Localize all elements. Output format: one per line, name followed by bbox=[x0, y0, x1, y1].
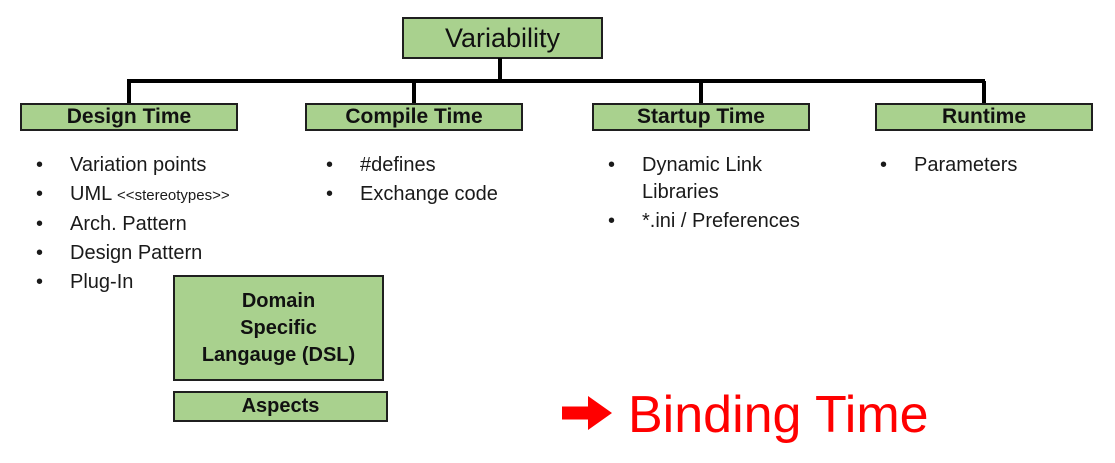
header-label: Startup Time bbox=[637, 105, 765, 128]
header-label: Runtime bbox=[942, 105, 1026, 128]
root-box-variability: Variability bbox=[402, 17, 603, 59]
bullet-list-startup-time: • Dynamic Link Libraries • *.ini / Prefe… bbox=[608, 152, 830, 237]
header-box-startup-time: Startup Time bbox=[592, 103, 810, 131]
connector-drop-startup bbox=[699, 81, 703, 104]
connector-horizontal bbox=[127, 79, 985, 83]
list-item-text: Arch. Pattern bbox=[70, 213, 187, 235]
bullet-icon: • bbox=[36, 242, 44, 264]
connector-drop-design bbox=[127, 81, 131, 104]
list-item: • *.ini / Preferences bbox=[608, 208, 830, 235]
list-item: • Plug-In bbox=[36, 269, 296, 296]
list-item: • Arch. Pattern bbox=[36, 211, 296, 238]
dsl-box: Domain Specific Langauge (DSL) bbox=[173, 275, 384, 381]
connector-drop-compile bbox=[412, 81, 416, 104]
bullet-icon: • bbox=[880, 154, 888, 176]
dsl-box-label: Domain Specific Langauge (DSL) bbox=[201, 289, 356, 366]
binding-time-annotation: Binding Time bbox=[628, 386, 929, 444]
header-label: Compile Time bbox=[345, 105, 483, 128]
header-box-design-time: Design Time bbox=[20, 103, 238, 131]
list-item-text: Parameters bbox=[914, 154, 1018, 176]
list-item-text: *.ini / Preferences bbox=[642, 210, 800, 232]
connector-drop-runtime bbox=[982, 81, 986, 104]
bullet-list-compile-time: • #defines • Exchange code bbox=[326, 152, 551, 210]
list-item-text: UML <<stereotypes>> bbox=[70, 183, 230, 205]
root-box-label: Variability bbox=[444, 22, 561, 53]
aspects-box-label: Aspects bbox=[241, 395, 320, 417]
list-item-text: #defines bbox=[360, 154, 436, 176]
bullet-list-runtime: • Parameters bbox=[880, 152, 1100, 181]
right-block-arrow-icon bbox=[562, 396, 612, 430]
list-item: • Dynamic Link Libraries bbox=[608, 152, 830, 206]
bullet-icon: • bbox=[36, 213, 44, 235]
list-item: • UML <<stereotypes>> bbox=[36, 181, 296, 209]
list-item: • Parameters bbox=[880, 152, 1100, 179]
header-box-compile-time: Compile Time bbox=[305, 103, 523, 131]
connector-root-stub bbox=[498, 58, 502, 81]
bullet-icon: • bbox=[326, 183, 334, 205]
bullet-list-design-time: • Variation points • UML <<stereotypes>>… bbox=[36, 152, 296, 298]
list-item-text: Variation points bbox=[70, 154, 207, 176]
list-item-text: Design Pattern bbox=[70, 242, 203, 264]
bullet-icon: • bbox=[326, 154, 334, 176]
aspects-box: Aspects bbox=[173, 391, 388, 422]
bullet-icon: • bbox=[36, 154, 44, 176]
header-box-runtime: Runtime bbox=[875, 103, 1093, 131]
bullet-icon: • bbox=[608, 210, 616, 232]
list-item-text: Exchange code bbox=[360, 183, 498, 205]
bullet-icon: • bbox=[36, 271, 44, 293]
bullet-icon: • bbox=[36, 183, 44, 205]
list-item-text: Dynamic Link Libraries bbox=[642, 154, 763, 203]
list-item: • Variation points bbox=[36, 152, 296, 179]
list-item: • #defines bbox=[326, 152, 551, 179]
list-item: • Design Pattern bbox=[36, 240, 296, 267]
header-label: Design Time bbox=[66, 105, 192, 128]
stereotypes-suffix: <<stereotypes>> bbox=[117, 187, 230, 204]
list-item-text: Plug-In bbox=[70, 271, 134, 293]
list-item: • Exchange code bbox=[326, 181, 551, 208]
bullet-icon: • bbox=[608, 154, 616, 176]
